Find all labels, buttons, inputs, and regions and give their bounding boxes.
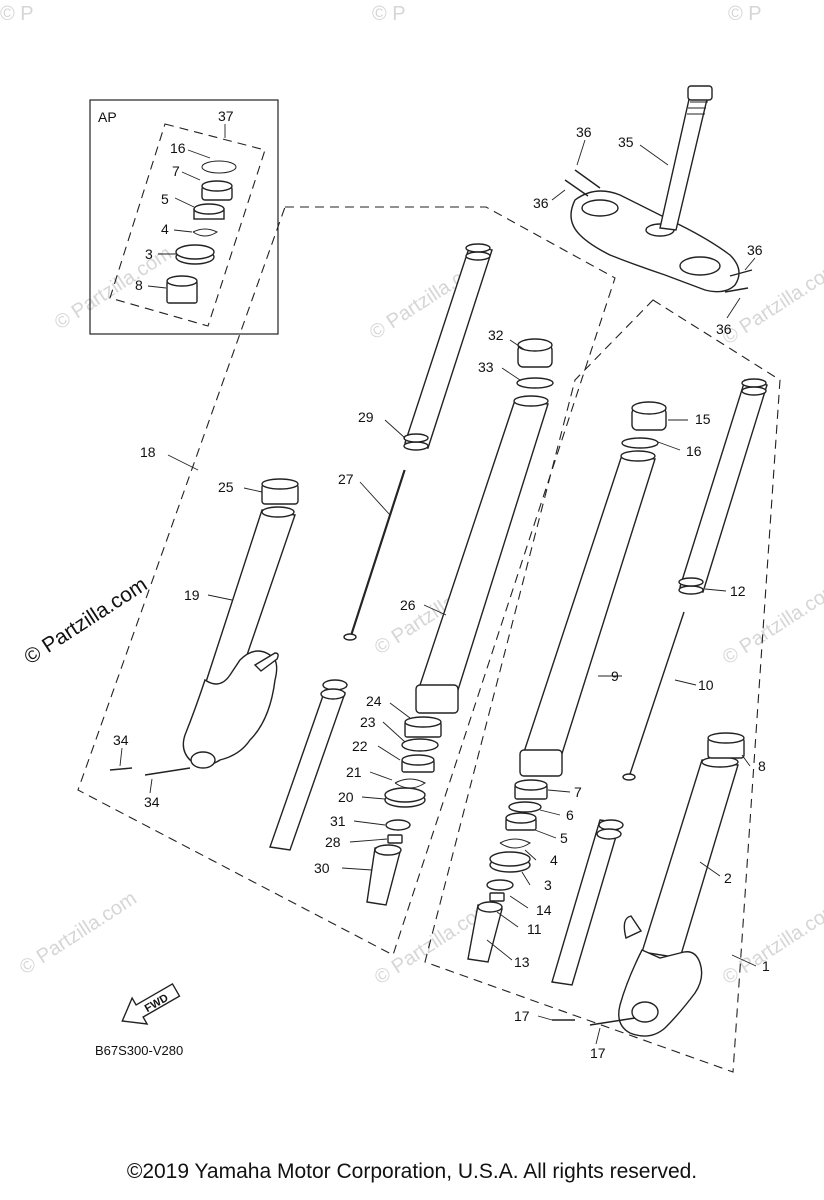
callout-3: 3 (145, 246, 153, 262)
callout-20: 20 (338, 789, 354, 805)
callout-8: 8 (758, 758, 766, 774)
right-fork-outline (424, 299, 781, 1073)
right-inner-tube (519, 450, 656, 777)
fwd-label: FWD (143, 992, 171, 1015)
callout-30: 30 (314, 860, 330, 876)
callout-36: 36 (747, 242, 763, 258)
left-fork-cap (516, 338, 554, 389)
left-fork-outline (77, 206, 616, 956)
copyright-notice: ©2019 Yamaha Motor Corporation, U.S.A. A… (126, 1160, 698, 1183)
callout-7: 7 (172, 163, 180, 179)
partzilla-watermark-dark: © Partzilla.com (20, 573, 151, 669)
callout-11: 11 (527, 921, 542, 937)
kit-washer (193, 203, 225, 220)
right-fork-outer-tube (618, 756, 739, 1037)
callout-22: 22 (352, 738, 368, 754)
kit-oil-seal (175, 244, 215, 265)
callout-4: 4 (161, 221, 169, 237)
callout-23: 23 (360, 714, 376, 730)
callout-16: 16 (686, 443, 702, 459)
callout-5: 5 (560, 830, 568, 846)
callout-25: 25 (218, 479, 234, 495)
left-fork-outer-tube (182, 506, 296, 769)
kit-bushing (201, 180, 233, 201)
left-fork-bushing (261, 478, 299, 505)
watermark: © Partzilla.com (16, 887, 141, 979)
right-spring (678, 378, 768, 595)
kit-box-label: AP (98, 109, 117, 125)
callout-26: 26 (400, 597, 416, 613)
callouts: 37 16 7 5 4 3 8 36 36 36 36 35 32 33 29 … (113, 108, 770, 1061)
callout-34: 34 (144, 794, 160, 810)
right-seal-stack (467, 779, 548, 963)
watermark: © P (728, 3, 762, 25)
callout-3: 3 (544, 877, 552, 893)
callout-14: 14 (536, 902, 552, 918)
callout-35: 35 (618, 134, 634, 150)
callout-17: 17 (514, 1008, 530, 1024)
callout-2: 2 (724, 870, 732, 886)
callout-27: 27 (338, 471, 354, 487)
leader-lines (119, 139, 757, 1045)
callout-36: 36 (716, 321, 732, 337)
bracket-bolts (564, 169, 753, 293)
callout-8: 8 (135, 277, 143, 293)
kit-box: AP (89, 99, 279, 335)
callout-28: 28 (325, 834, 341, 850)
callout-10: 10 (698, 677, 714, 693)
callout-7: 7 (574, 784, 582, 800)
callout-17: 17 (590, 1045, 606, 1061)
kit-bushing-large (166, 275, 198, 304)
left-bolts (109, 767, 191, 776)
left-inner-tube (415, 395, 549, 714)
left-seal-stack (366, 716, 442, 906)
callout-18: 18 (140, 444, 156, 460)
watermark: © P (0, 3, 34, 25)
right-fork-cap (621, 401, 667, 449)
callout-32: 32 (488, 327, 504, 343)
watermark: © P (372, 3, 406, 25)
callout-9: 9 (611, 668, 619, 684)
right-damper-rod (551, 611, 685, 986)
left-spring (403, 243, 493, 451)
callout-15: 15 (695, 411, 711, 427)
callout-6: 6 (566, 807, 574, 823)
callout-34: 34 (113, 732, 129, 748)
callout-36: 36 (533, 195, 549, 211)
fwd-arrow-icon: FWD (121, 982, 181, 1025)
left-damper-rod (269, 469, 406, 851)
callout-12: 12 (730, 583, 746, 599)
callout-36: 36 (576, 124, 592, 140)
callout-31: 31 (330, 813, 346, 829)
callout-24: 24 (366, 693, 382, 709)
callout-19: 19 (184, 587, 200, 603)
callout-37: 37 (218, 108, 234, 124)
callout-16: 16 (170, 140, 186, 156)
callout-4: 4 (550, 852, 558, 868)
right-fork-bushing (707, 732, 745, 759)
callout-33: 33 (478, 359, 494, 375)
callout-29: 29 (358, 409, 374, 425)
upper-bracket (570, 190, 740, 293)
watermark: © Partzilla.com (51, 242, 176, 334)
callout-5: 5 (161, 191, 169, 207)
watermark: © Partzilla.com (719, 897, 824, 989)
callout-13: 13 (514, 954, 530, 970)
callout-1: 1 (762, 958, 770, 974)
callout-21: 21 (346, 764, 362, 780)
steering-stem (659, 85, 713, 231)
right-bolts (552, 1017, 636, 1026)
diagram-code: B67S300-V280 (95, 1043, 183, 1058)
